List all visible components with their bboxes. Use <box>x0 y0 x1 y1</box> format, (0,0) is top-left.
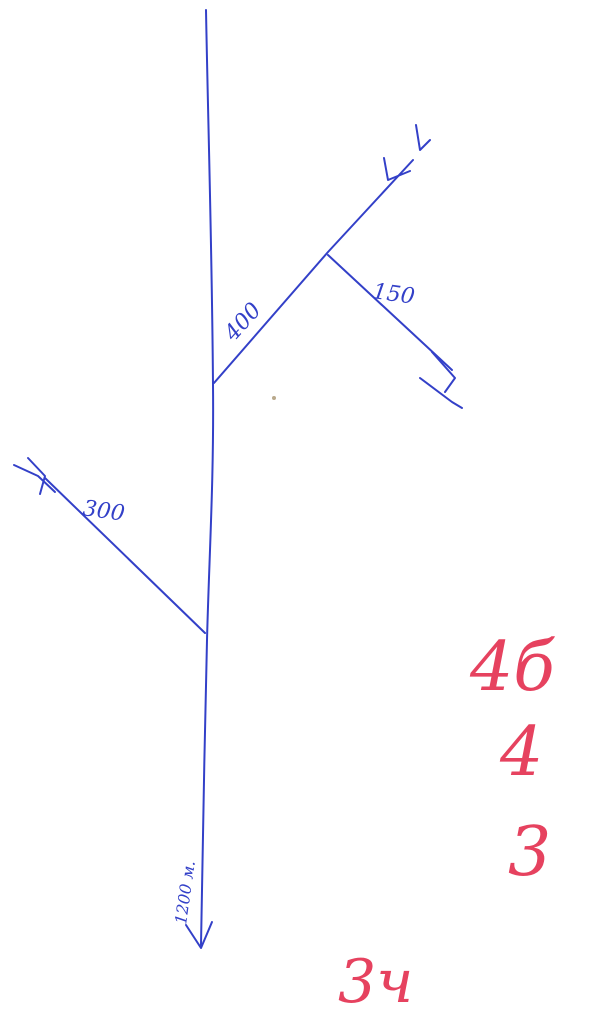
label-branch-400: 400 <box>219 298 266 347</box>
tributary-side-line <box>327 254 453 371</box>
grade-mark-3: 3 <box>508 813 551 892</box>
tributary-upper-line <box>213 159 414 384</box>
tributary-upper-arrowhead <box>383 124 431 181</box>
tributary-left-line <box>44 477 206 634</box>
main-river-line <box>200 9 215 946</box>
label-branch-150: 150 <box>371 279 416 310</box>
tributary-side-arrowhead <box>419 351 463 409</box>
outflow-arrowhead <box>185 921 213 949</box>
stray-dot <box>272 396 276 400</box>
label-branch-300: 300 <box>81 496 126 527</box>
grade-mark-2: 4 <box>499 713 543 792</box>
grade-mark-1: 4б <box>469 628 555 707</box>
tributary-left-arrowhead <box>13 457 56 495</box>
grade-mark-4: 3ч <box>338 947 414 1011</box>
label-main-outflow: 1200 м. <box>171 859 199 925</box>
